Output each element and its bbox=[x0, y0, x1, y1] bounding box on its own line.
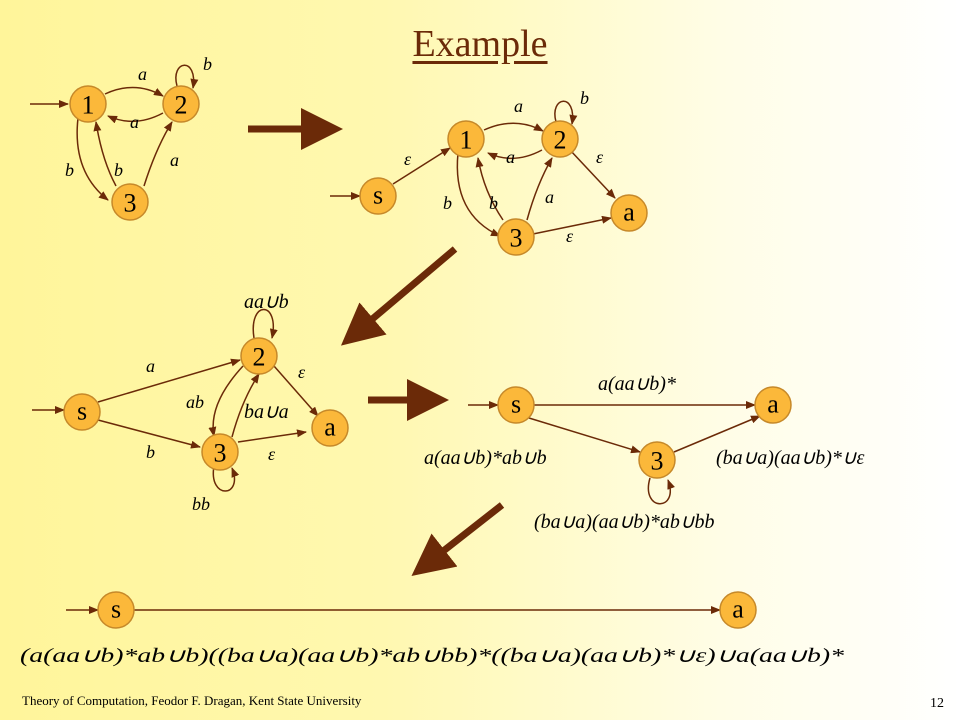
state-1-label: 1 bbox=[82, 91, 95, 120]
edge-1-2-a bbox=[483, 122, 544, 132]
edge-1-3-b bbox=[76, 117, 109, 201]
edge-2-3-ab bbox=[208, 365, 244, 437]
edge-3-1-b bbox=[475, 157, 504, 221]
state-accept bbox=[719, 591, 757, 629]
label-3-a: (ba∪a)(aa∪b)*∪ε bbox=[716, 447, 865, 469]
edge-2-a-eps bbox=[273, 365, 319, 417]
state-3 bbox=[638, 441, 676, 479]
label-3-2: a bbox=[170, 150, 179, 170]
state-1-label: 1 bbox=[460, 126, 473, 155]
label-1-3: b bbox=[443, 193, 452, 213]
edge-s-3-b bbox=[97, 419, 201, 449]
label-2-loop: b bbox=[580, 88, 589, 108]
label-2-1: a bbox=[130, 112, 139, 132]
state-2-label: 2 bbox=[253, 343, 266, 372]
edge-3-a-eps bbox=[237, 429, 307, 443]
label-2-1: a bbox=[506, 147, 515, 167]
state-1 bbox=[69, 85, 107, 123]
state-3-label: 3 bbox=[214, 439, 227, 468]
label-s-1: ε bbox=[404, 149, 412, 169]
label-3-loop: bb bbox=[192, 494, 210, 514]
transform-arrow-2 bbox=[340, 246, 458, 346]
state-1 bbox=[447, 120, 485, 158]
transform-arrow-4 bbox=[411, 502, 505, 576]
stage-2-graph: s 1 2 3 a ε a b a ε a b b ε bbox=[330, 88, 648, 256]
label-s-a: a(aa∪b)* bbox=[598, 373, 676, 395]
edge-1-2-a bbox=[104, 86, 164, 97]
state-accept bbox=[610, 194, 648, 232]
state-s-label: s bbox=[373, 181, 383, 210]
edge-3-2-baua bbox=[231, 373, 260, 438]
stage-4-graph: s 3 a a(aa∪b)* a(aa∪b)*ab∪b (ba∪a)(aa∪b)… bbox=[424, 373, 865, 533]
edge-2-1-a bbox=[107, 112, 164, 124]
state-s-label: s bbox=[77, 397, 87, 426]
label-3-2: ba∪a bbox=[244, 401, 289, 423]
slide-title: Example bbox=[412, 23, 548, 65]
state-3 bbox=[201, 433, 239, 471]
footer-credit: Theory of Computation, Feodor F. Dragan,… bbox=[22, 693, 362, 708]
page-number: 12 bbox=[930, 696, 944, 711]
state-2 bbox=[541, 120, 579, 158]
label-3-1: b bbox=[489, 193, 498, 213]
edge-2-loop-b bbox=[175, 64, 199, 89]
state-s bbox=[97, 591, 135, 629]
state-2-label: 2 bbox=[554, 126, 567, 155]
state-accept-label: a bbox=[623, 198, 635, 227]
edge-s-3 bbox=[528, 417, 641, 454]
state-3-label: 3 bbox=[510, 224, 523, 253]
state-accept bbox=[311, 409, 349, 447]
label-1-2: a bbox=[514, 96, 523, 116]
state-s bbox=[497, 386, 535, 424]
edge-1-3-b bbox=[456, 152, 501, 237]
edge-s-1-eps bbox=[392, 147, 451, 185]
stage-5-graph: s a (a(aa∪b)*ab∪b)((ba∪a)(aa∪b)*ab∪bb)*(… bbox=[20, 591, 844, 667]
state-accept bbox=[754, 386, 792, 424]
state-3 bbox=[497, 218, 535, 256]
state-s bbox=[359, 177, 397, 215]
state-s-label: s bbox=[511, 390, 521, 419]
state-3 bbox=[111, 183, 149, 221]
edge-3-a bbox=[673, 415, 761, 453]
edge-3-2-a bbox=[143, 121, 173, 187]
state-3-label: 3 bbox=[124, 189, 137, 218]
edge-3-a-eps bbox=[532, 215, 612, 235]
edge-3-1-b bbox=[93, 121, 117, 187]
label-s-3: a(aa∪b)*ab∪b bbox=[424, 447, 547, 469]
state-accept-label: a bbox=[732, 595, 744, 624]
label-s-3: b bbox=[146, 442, 155, 462]
state-3-label: 3 bbox=[651, 447, 664, 476]
edge-2-1-a bbox=[487, 149, 543, 161]
edge-s-2-a bbox=[97, 358, 241, 403]
label-2-a: ε bbox=[298, 362, 306, 382]
label-3-2: a bbox=[545, 187, 554, 207]
stage-1-graph: 1 2 3 a b a b b a bbox=[30, 54, 212, 221]
stage-3-graph: s 2 3 a aa∪b a ε ab ba∪a b ε bb bbox=[32, 291, 349, 514]
final-regex: (a(aa∪b)*ab∪b)((ba∪a)(aa∪b)*ab∪bb)*((ba∪… bbox=[20, 645, 844, 667]
label-3-a: ε bbox=[268, 444, 276, 464]
label-2-a: ε bbox=[596, 147, 604, 167]
label-2-3: ab bbox=[186, 392, 204, 412]
state-accept-label: a bbox=[324, 413, 336, 442]
state-2 bbox=[240, 337, 278, 375]
label-3-loop: (ba∪a)(aa∪b)*ab∪bb bbox=[534, 511, 715, 533]
edge-2-a-eps bbox=[569, 149, 616, 199]
edge-3-2-a bbox=[526, 157, 553, 221]
label-3-1: b bbox=[114, 160, 123, 180]
label-1-3: b bbox=[65, 160, 74, 180]
label-2-loop: aa∪b bbox=[244, 291, 289, 313]
state-accept-label: a bbox=[767, 390, 779, 419]
label-1-2: a bbox=[138, 64, 147, 84]
label-s-2: a bbox=[146, 356, 155, 376]
edge-3-loop-bb bbox=[212, 465, 240, 492]
state-2 bbox=[162, 85, 200, 123]
edge-2-loop bbox=[252, 308, 278, 339]
state-s-label: s bbox=[111, 595, 121, 624]
label-2-loop: b bbox=[203, 54, 212, 74]
label-3-a: ε bbox=[566, 226, 574, 246]
state-s bbox=[63, 393, 101, 431]
edge-2-loop-b bbox=[554, 100, 578, 125]
edge-3-loop bbox=[647, 477, 675, 505]
state-2-label: 2 bbox=[175, 91, 188, 120]
